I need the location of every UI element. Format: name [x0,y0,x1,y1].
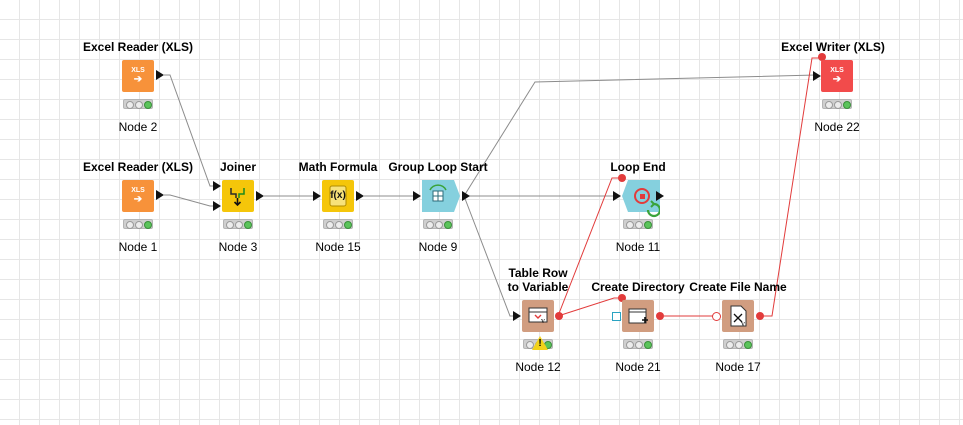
node-title-line2: to Variable [507,280,569,294]
node-title: Create File Name [689,280,787,294]
node-title: Create Directory [591,280,685,294]
input-port[interactable] [813,71,821,81]
variable-output-port[interactable] [656,312,664,320]
create-file-name-icon: v [722,300,754,332]
node-3[interactable]: Joiner Node 3 [178,160,298,260]
input-port[interactable] [513,311,521,321]
loop-end-icon [622,180,660,218]
node-title: Group Loop Start [388,160,488,174]
status-traffic-light [323,219,353,229]
node-label[interactable]: Node 11 [615,240,661,254]
status-traffic-light [623,219,653,229]
node-title: Math Formula [298,160,378,174]
variable-input-port[interactable] [818,53,826,61]
input-port[interactable] [213,181,221,191]
variable-input-port[interactable] [712,312,721,321]
node-label[interactable]: Node 12 [515,360,561,374]
node-12[interactable]: Table Row to Variable v ! Node 12 [478,266,598,380]
node-label[interactable]: Node 17 [715,360,761,374]
connection-node9-node22[interactable] [463,74,817,197]
node-title-line1: Table Row [508,266,568,280]
node-label[interactable]: Node 3 [218,240,258,254]
node-15[interactable]: Math Formula f(x) Node 15 [278,160,398,260]
status-traffic-light [623,339,653,349]
output-port[interactable] [462,191,470,201]
status-traffic-light [223,219,253,229]
output-port[interactable] [156,70,164,80]
variable-input-port[interactable] [618,174,626,182]
node-label[interactable]: Node 1 [118,240,158,254]
node-2[interactable]: Excel Reader (XLS) XLS ➔ Node 2 [78,40,198,140]
math-formula-icon: f(x) [322,180,354,212]
output-port[interactable] [256,191,264,201]
input-port[interactable] [613,191,621,201]
output-port[interactable] [356,191,364,201]
node-label[interactable]: Node 21 [615,360,661,374]
xls-reader-icon: XLS ➔ [122,60,154,92]
node-11[interactable]: Loop End Node 11 [578,160,698,260]
table-row-to-variable-icon: v [522,300,554,332]
status-traffic-light [123,99,153,109]
node-21[interactable]: Create Directory Node 21 [578,280,698,380]
node-title: Excel Reader (XLS) [82,160,194,174]
node-title: Excel Reader (XLS) [82,40,194,54]
node-title: Joiner [219,160,256,174]
input-port[interactable] [413,191,421,201]
warning-mark: ! [538,338,542,349]
group-loop-start-icon [422,180,460,212]
xls-writer-icon: XLS ➔ [821,60,853,92]
status-traffic-light [822,99,852,109]
input-port[interactable] [213,201,221,211]
output-port[interactable] [156,190,164,200]
joiner-icon [222,180,254,212]
node-label[interactable]: Node 9 [418,240,458,254]
variable-output-port[interactable] [555,312,563,320]
file-input-port[interactable] [612,312,621,321]
input-port[interactable] [313,191,321,201]
node-label[interactable]: Node 22 [814,120,860,134]
status-traffic-light [723,339,753,349]
variable-input-port[interactable] [618,294,626,302]
node-title: Excel Writer (XLS) [781,40,885,54]
svg-text:v: v [741,319,745,328]
status-traffic-light [423,219,453,229]
node-9[interactable]: Group Loop Start Node 9 [378,160,498,260]
create-directory-icon [622,300,654,332]
node-17[interactable]: Create File Name v Node 17 [678,280,798,380]
warning-icon[interactable] [532,336,548,350]
variable-output-port[interactable] [756,312,764,320]
status-traffic-light [123,219,153,229]
node-22[interactable]: Excel Writer (XLS) XLS ➔ Node 22 [773,40,893,140]
node-label[interactable]: Node 2 [118,120,158,134]
node-title: Loop End [610,160,666,174]
svg-text:v: v [541,316,545,325]
node-label[interactable]: Node 15 [315,240,361,254]
output-port[interactable] [656,191,664,201]
variable-connection-node17-node22[interactable] [758,57,822,317]
xls-reader-icon: XLS ➔ [122,180,154,212]
node-1[interactable]: Excel Reader (XLS) XLS ➔ Node 1 [78,160,198,260]
